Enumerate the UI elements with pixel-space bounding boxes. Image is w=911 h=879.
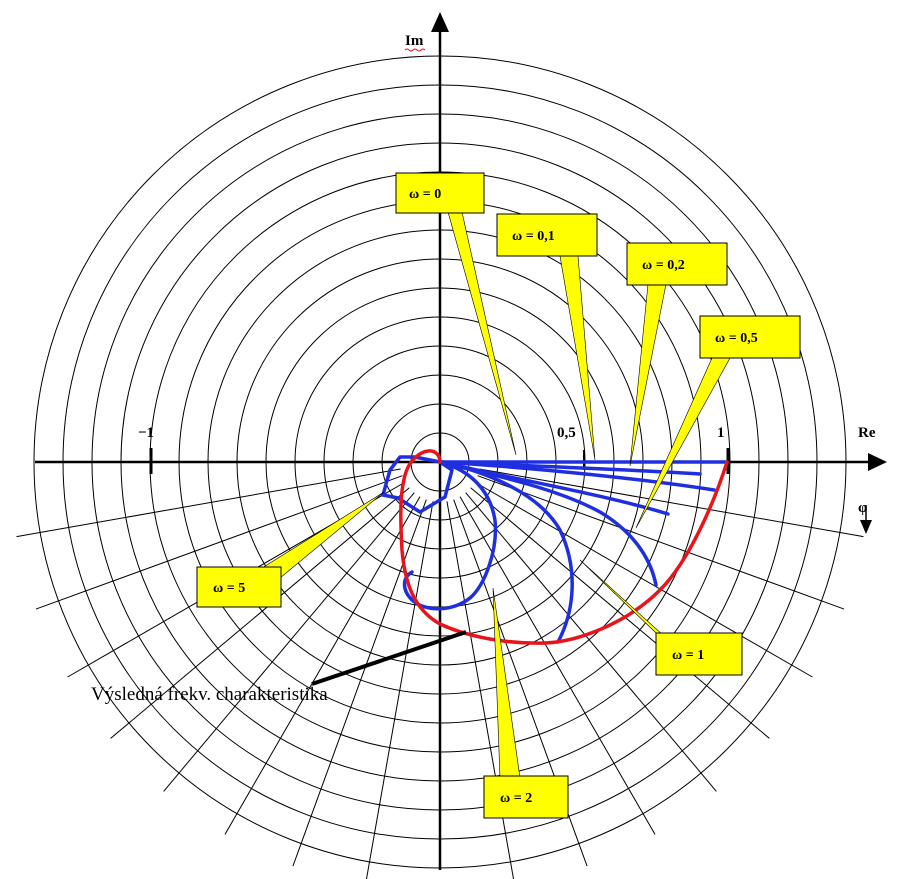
imaginary-axis-arrow-icon [431,12,449,32]
callout-label-w2: ω = 2 [500,791,532,806]
grid-spoke [446,501,515,879]
imaginary-axis-label: Im [405,33,424,49]
tick-label-minus-1: −1 [138,425,154,441]
grid-spoke [16,468,401,538]
callout-pointers [261,211,731,779]
grid-spoke [110,487,410,739]
curve-omega-1 [438,460,658,587]
callout-box-w05 [699,315,801,359]
tick-label-1: 1 [717,425,725,441]
callout-label-w0: ω = 0 [409,187,441,202]
curve-omega-3 [402,460,498,611]
phi-arrow-icon [860,520,872,534]
callout-label-w05: ω = 0,5 [715,331,758,346]
callout-box-w2 [483,775,569,819]
grid-spoke [479,468,864,538]
curve-omega-5 [381,455,454,514]
callout-box-w5 [196,566,282,608]
resulting-frequency-curve [399,449,729,645]
phi-label: φ [858,500,867,516]
caption-pointer [311,630,467,686]
spellcheck-underline [404,48,426,52]
callout-box-w01 [496,213,598,257]
curve-omega-2 [438,460,574,644]
axes [35,12,887,870]
pointer-w05 [635,357,731,529]
grid-spoke [477,475,845,610]
grid-spoke [35,475,403,610]
grid-spoke [224,496,421,835]
tick-label-0-5: 0,5 [557,425,576,441]
callout-label-w5: ω = 5 [213,581,245,596]
pointer-w2 [492,587,521,779]
callout-box-w1 [655,632,743,676]
callout-label-w01: ω = 0,1 [512,229,555,244]
grid-spoke [474,481,813,678]
real-axis-label: Re [858,425,876,441]
component-curves [381,455,728,644]
callout-label-w1: ω = 1 [672,648,704,663]
callout-box-w0 [395,172,485,214]
real-axis-arrow-icon [868,453,887,471]
pointer-w02 [629,283,667,467]
callout-boxes: ω = 0 ω = 0,1 ω = 0,2 ω = 0,5 ω = 1 ω = … [196,172,801,819]
callout-box-w02 [626,242,728,286]
curve-omega-0-2 [438,460,716,492]
callout-label-w02: ω = 0,2 [642,258,685,273]
grid-spoke [365,501,434,879]
grid-spoke [465,492,717,792]
caption-text: Výsledná frekv. charakteristika [91,684,328,705]
grid-spoke [470,487,770,739]
grid-spoke [163,492,415,792]
